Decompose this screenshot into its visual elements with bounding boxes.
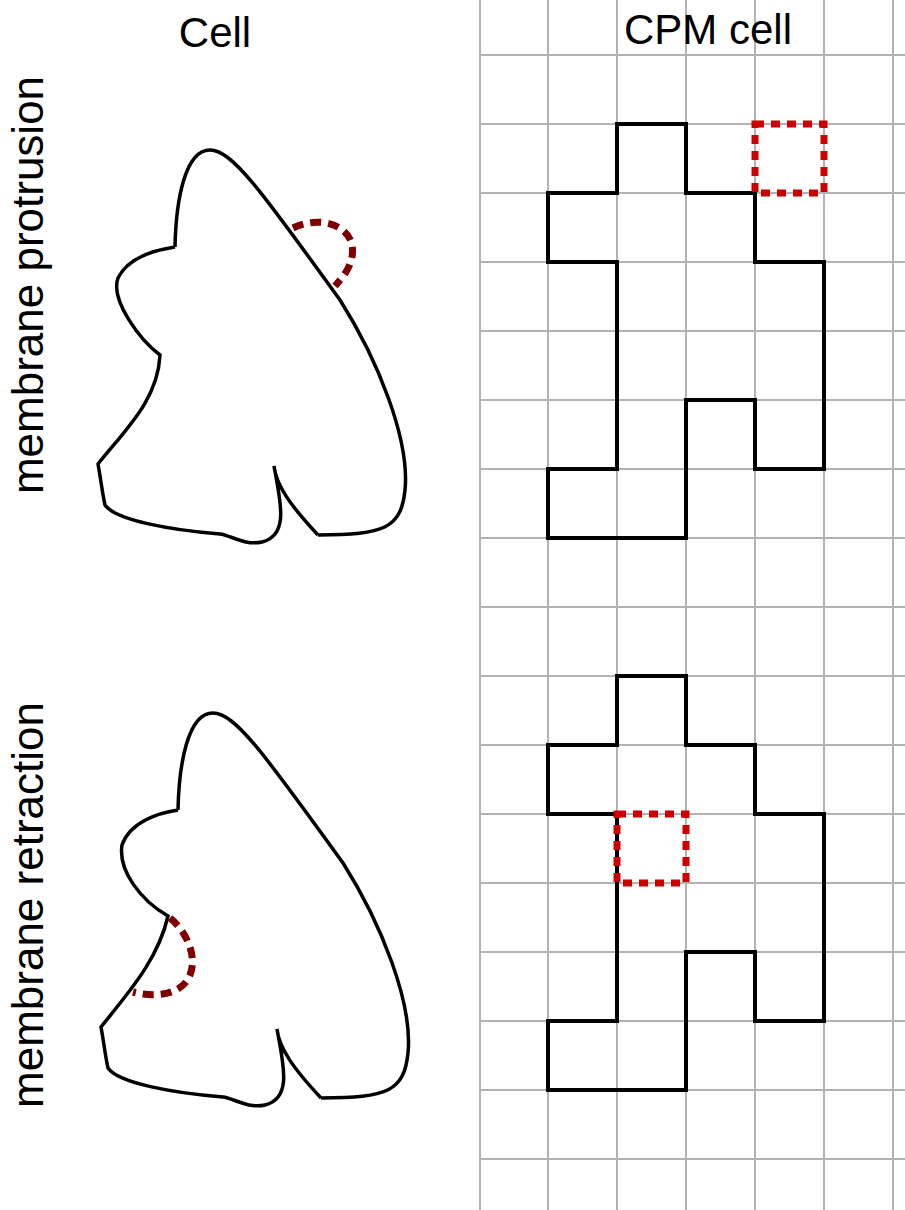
cell-outline: [101, 713, 409, 1106]
row-heading: membrane protrusion: [6, 76, 50, 494]
cpm-cell-outline: [548, 676, 824, 1090]
column-heading: CPM cell: [624, 9, 792, 51]
cell-outline: [98, 150, 406, 543]
retraction-pixel: [617, 814, 686, 883]
cpm-cell-outline: [548, 124, 824, 538]
retraction-arc: [133, 918, 192, 995]
lattice-grid: [480, 0, 905, 1210]
protrusion-arc: [293, 222, 353, 286]
row-heading: membrane retraction: [6, 702, 50, 1108]
protrusion-pixel: [755, 124, 824, 193]
column-heading: Cell: [179, 12, 251, 54]
